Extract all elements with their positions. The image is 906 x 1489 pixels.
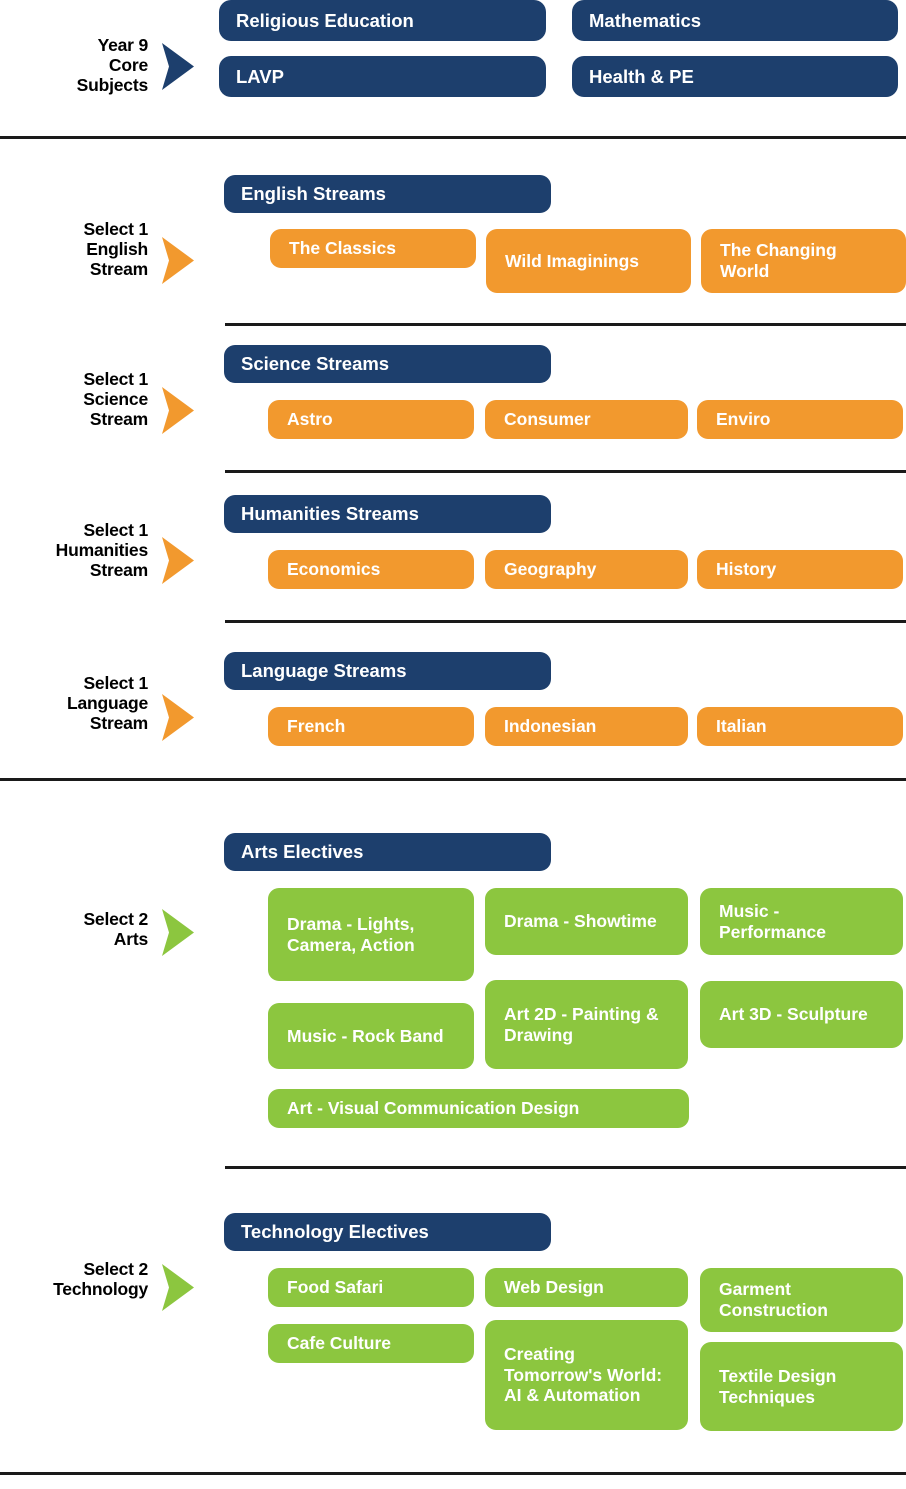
row-label-humanities: Select 1 Humanities Stream [55, 520, 149, 580]
stream-header-technology: Technology Electives [224, 1213, 551, 1251]
language-option-italian[interactable]: Italian [697, 707, 903, 746]
row-label-arts: Select 2 Arts [83, 909, 148, 949]
section-divider-arts [225, 1166, 906, 1169]
arts-option-music-performance[interactable]: Music - Performance [700, 888, 903, 955]
arts-option-drama-showtime[interactable]: Drama - Showtime [485, 888, 688, 955]
arrow-icon-language [160, 694, 194, 741]
arrow-icon-science [160, 387, 194, 434]
section-divider-full-3 [0, 1472, 906, 1475]
arts-option-music-rock-band[interactable]: Music - Rock Band [268, 1003, 474, 1069]
science-option-enviro[interactable]: Enviro [697, 400, 903, 439]
section-divider-humanities [225, 620, 906, 623]
humanities-option-history[interactable]: History [697, 550, 903, 589]
arrow-icon-arts [160, 909, 194, 956]
stream-header-science: Science Streams [224, 345, 551, 383]
technology-option-cafe-culture[interactable]: Cafe Culture [268, 1324, 474, 1363]
arts-option-art-3d-sculpture[interactable]: Art 3D - Sculpture [700, 981, 903, 1048]
technology-option-food-safari[interactable]: Food Safari [268, 1268, 474, 1307]
technology-option-textile-design-techniques[interactable]: Textile Design Techniques [700, 1342, 903, 1431]
section-divider-english [225, 323, 906, 326]
arrow-icon-technology [160, 1264, 194, 1311]
stream-header-english: English Streams [224, 175, 551, 213]
arts-option-art-2d-painting-drawing[interactable]: Art 2D - Painting & Drawing [485, 980, 688, 1069]
section-divider-full-2 [0, 778, 906, 781]
english-option-the-classics[interactable]: The Classics [270, 229, 476, 268]
english-option-the-changing-world[interactable]: The Changing World [701, 229, 906, 293]
stream-header-arts: Arts Electives [224, 833, 551, 871]
core-subject-mathematics[interactable]: Mathematics [572, 0, 898, 41]
stream-header-humanities: Humanities Streams [224, 495, 551, 533]
humanities-option-economics[interactable]: Economics [268, 550, 474, 589]
row-label-language: Select 1 Language Stream [66, 673, 148, 733]
section-divider-full [0, 136, 906, 139]
arrow-icon-humanities [160, 537, 194, 584]
arts-option-drama-lights-camera-action[interactable]: Drama - Lights, Camera, Action [268, 888, 474, 981]
language-option-french[interactable]: French [268, 707, 474, 746]
arrow-icon-core [160, 43, 194, 90]
technology-option-creating-tomorrows-world[interactable]: Creating Tomorrow's World: AI & Automati… [485, 1320, 688, 1430]
row-label-science: Select 1 Science Stream [83, 369, 148, 429]
arts-option-art-visual-communication-design[interactable]: Art - Visual Communication Design [268, 1089, 689, 1128]
english-option-wild-imaginings[interactable]: Wild Imaginings [486, 229, 691, 293]
arrow-icon-english [160, 237, 194, 284]
core-subject-religious-education[interactable]: Religious Education [219, 0, 546, 41]
core-subject-lavp[interactable]: LAVP [219, 56, 546, 97]
section-divider-science [225, 470, 906, 473]
row-label-core: Year 9 Core Subjects [76, 35, 149, 95]
humanities-option-geography[interactable]: Geography [485, 550, 688, 589]
row-label-english: Select 1 English Stream [83, 219, 148, 279]
stream-header-language: Language Streams [224, 652, 551, 690]
technology-option-web-design[interactable]: Web Design [485, 1268, 688, 1307]
core-subject-health-pe[interactable]: Health & PE [572, 56, 898, 97]
row-label-technology: Select 2 Technology [53, 1259, 148, 1299]
language-option-indonesian[interactable]: Indonesian [485, 707, 688, 746]
science-option-astro[interactable]: Astro [268, 400, 474, 439]
science-option-consumer[interactable]: Consumer [485, 400, 688, 439]
technology-option-garment-construction[interactable]: Garment Construction [700, 1268, 903, 1332]
